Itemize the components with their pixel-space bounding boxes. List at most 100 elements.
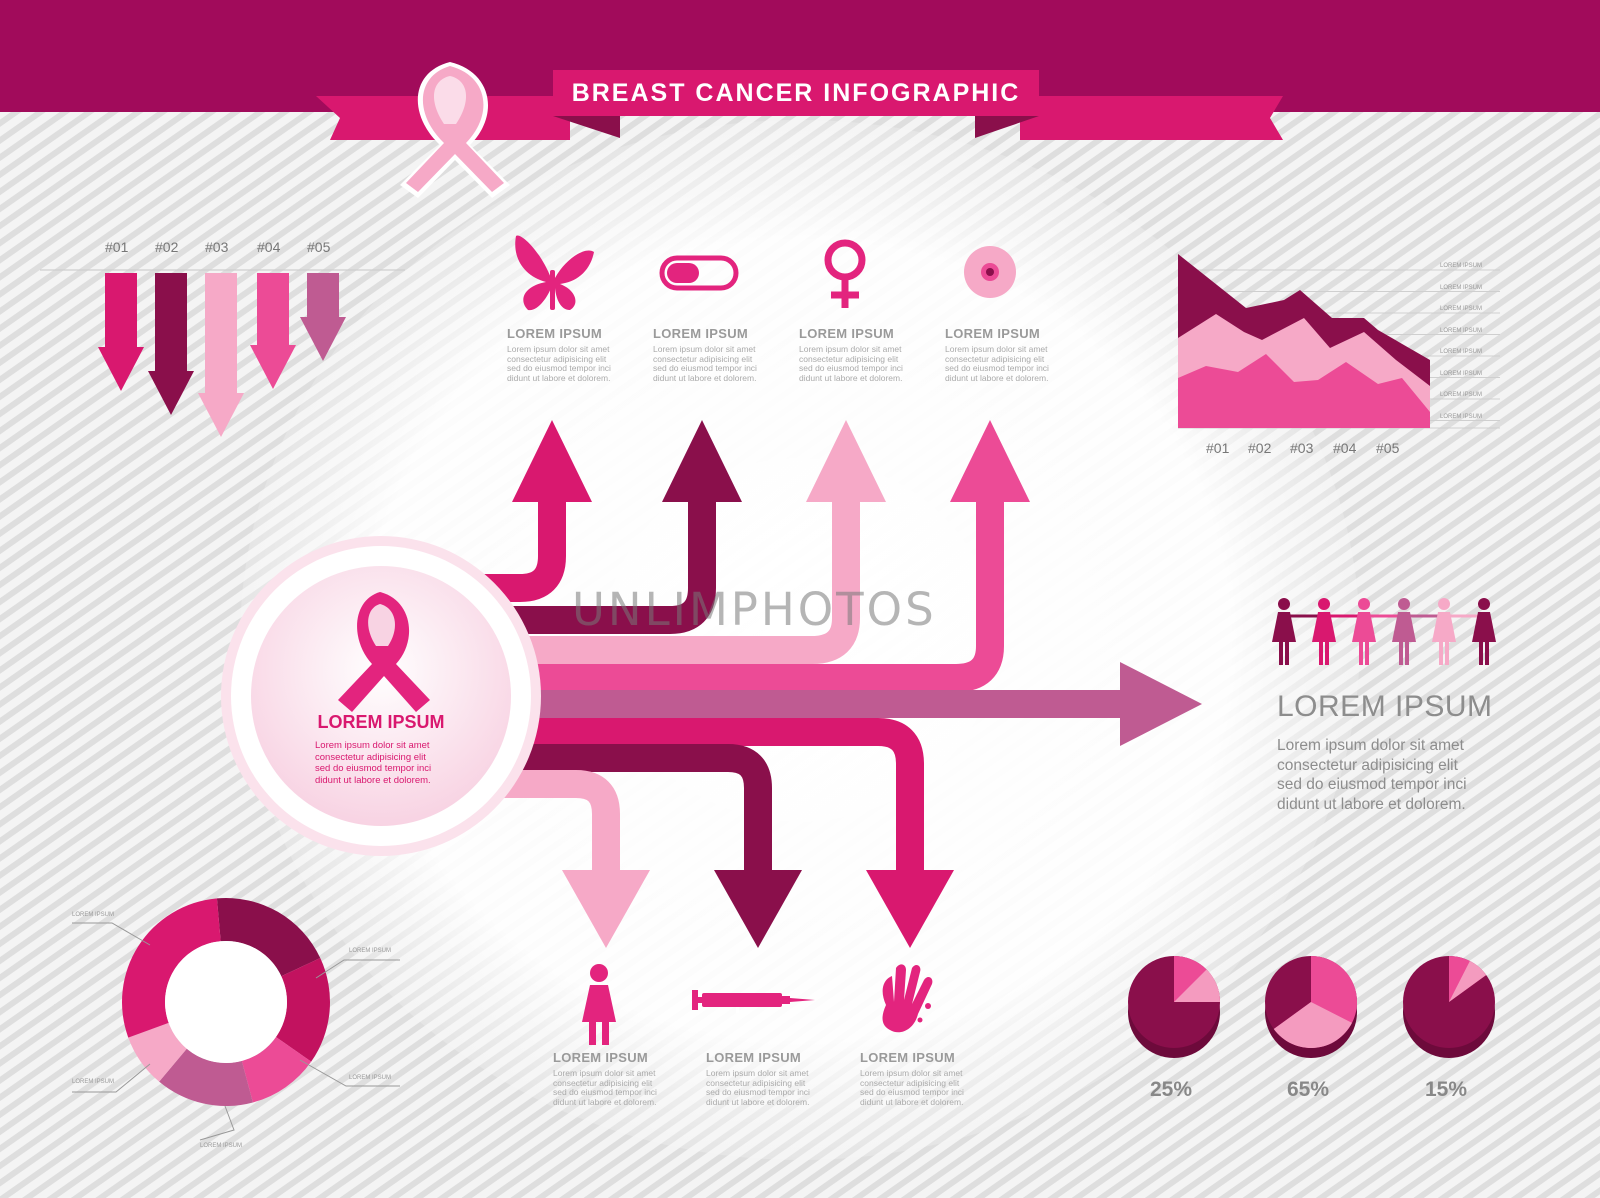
area-x-label: #04 (1333, 440, 1357, 456)
arrow-bar-3 (205, 273, 237, 395)
center-body-line: Lorem ipsum dolor sit amet (315, 740, 430, 751)
icon-card-body-line: consectetur adipisicing elit (945, 353, 1045, 364)
area-chart (1178, 254, 1500, 429)
ribbon-logo-icon (400, 62, 510, 198)
banner-right-fold (975, 116, 1039, 138)
arrow-bar-label: #04 (257, 239, 281, 255)
donut-segment (216, 897, 321, 977)
woman-figure-icon (1392, 598, 1416, 665)
arrow-bar-label: #05 (307, 239, 331, 255)
arrow-bar-head-4 (250, 345, 296, 389)
flow-up-arrowhead-2 (662, 420, 742, 502)
flow-down-arrow-1 (480, 718, 924, 872)
donut-label: LOREM IPSUM (72, 1079, 115, 1085)
pie-charts (1128, 956, 1495, 1058)
banner-left-fold (553, 116, 620, 138)
flow-down-arrowhead-1 (866, 870, 954, 948)
pie-percent-label: 65% (1287, 1078, 1330, 1101)
center-body-line: sed do eiusmod tempor inci (315, 763, 432, 774)
right-panel-body-line: Lorem ipsum dolor sit amet (1277, 737, 1464, 754)
flow-up-arrow-2 (480, 500, 716, 634)
area-x-label: #01 (1206, 440, 1230, 456)
icon-card-body-line: didunt ut labore et dolorem. (799, 372, 903, 383)
area-legend-item: LOREM IPSUM (1440, 327, 1483, 334)
arrow-bar-head-1 (98, 347, 144, 391)
pie-slice-highlight (1174, 969, 1220, 1002)
flow-up-arrowhead-3 (806, 420, 886, 502)
donut-segment (275, 958, 331, 1062)
icon-card-heading: LOREM IPSUM (507, 326, 603, 341)
flow-up-arrowhead-1 (512, 420, 592, 502)
icon-card-body-line: didunt ut labore et dolorem. (507, 372, 611, 383)
donut-label: LOREM IPSUM (200, 1143, 243, 1149)
flow-down-arrow-2 (480, 744, 772, 872)
donut-segment (128, 1022, 187, 1082)
pie-percent-label: 15% (1425, 1078, 1468, 1101)
flow-down-arrow-3 (480, 770, 620, 872)
area-x-label: #03 (1290, 440, 1314, 456)
area-legend-item: LOREM IPSUM (1440, 413, 1483, 420)
flow-up-arrowhead-4 (950, 420, 1030, 502)
donut-segment (122, 898, 221, 1038)
bottom-card-body-line: consectetur adipisicing elit (860, 1077, 960, 1088)
area-legend-item: LOREM IPSUM (1440, 263, 1483, 269)
flow-up-arrow-1 (480, 500, 566, 602)
bottom-card-heading: LOREM IPSUM (860, 1050, 956, 1065)
female-symbol-icon (824, 239, 866, 308)
center-body-line: didunt ut labore et dolorem. (315, 774, 431, 786)
flow-down-arrowhead-2 (714, 870, 802, 948)
arrow-bar-head-5 (300, 317, 346, 361)
center-heading: LOREM IPSUM (317, 712, 445, 732)
donut-label: LOREM IPSUM (72, 912, 115, 918)
bottom-card-body-line: didunt ut labore et dolorem. (706, 1096, 810, 1107)
banner-right-tail (1020, 96, 1283, 140)
arrow-bar-label: #03 (205, 239, 229, 255)
pie-slice-highlight (1273, 1002, 1352, 1048)
area-x-label: #02 (1248, 440, 1272, 456)
arrow-bar-2 (155, 273, 187, 373)
arrow-bar-4 (257, 273, 289, 347)
bottom-card-body-line: didunt ut labore et dolorem. (860, 1096, 964, 1107)
icon-card-body-line: didunt ut labore et dolorem. (653, 372, 757, 383)
flow-arrows (480, 420, 1202, 948)
donut-label: LOREM IPSUM (349, 1075, 392, 1081)
donut-chart (122, 897, 331, 1106)
bottom-card-heading: LOREM IPSUM (553, 1050, 649, 1065)
icon-card-body-line: Lorem ipsum dolor sit amet (799, 344, 902, 354)
pie-percent-label: 25% (1150, 1078, 1193, 1101)
bottom-card-body-line: Lorem ipsum dolor sit amet (553, 1068, 656, 1078)
icon-card-body-line: sed do eiusmod tempor inci (945, 363, 1049, 373)
icon-card-heading: LOREM IPSUM (945, 326, 1041, 341)
icon-card-body-line: sed do eiusmod tempor inci (653, 363, 757, 373)
bottom-card-heading: LOREM IPSUM (706, 1050, 802, 1065)
donut-label: LOREM IPSUM (349, 948, 392, 954)
page-title: BREAST CANCER INFOGRAPHIC (553, 70, 1039, 116)
icon-card-body-line: Lorem ipsum dolor sit amet (945, 344, 1048, 354)
icon-card-body-line: didunt ut labore et dolorem. (945, 372, 1049, 383)
center-body-line: consectetur adipisicing elit (315, 751, 426, 763)
area-legend-item: LOREM IPSUM (1440, 284, 1483, 291)
woman-figure-icon (1312, 598, 1336, 665)
right-panel-body-line: didunt ut labore et dolorem. (1277, 795, 1466, 813)
area-legend-item: LOREM IPSUM (1440, 392, 1483, 398)
pie-chart (1128, 956, 1220, 1058)
center-ribbon-icon (338, 592, 430, 712)
bottom-card-body-line: consectetur adipisicing elit (553, 1077, 653, 1088)
bottom-card-body-line: didunt ut labore et dolorem. (553, 1096, 657, 1107)
area-series-magenta (1178, 354, 1430, 428)
bottom-card-body-line: consectetur adipisicing elit (706, 1077, 806, 1088)
donut-segment (159, 1048, 253, 1106)
donut-leader-lines (72, 922, 400, 1141)
women-chain (1272, 598, 1496, 665)
woman-figure-icon (1272, 598, 1296, 665)
flow-down-arrowhead-3 (562, 870, 650, 948)
icon-card-body-line: Lorem ipsum dolor sit amet (507, 344, 610, 354)
arrow-bar-5 (307, 273, 339, 319)
arrow-bar-1 (105, 273, 137, 349)
right-panel-body-line: consectetur adipisicing elit (1277, 756, 1458, 774)
icon-card-body-line: sed do eiusmod tempor inci (799, 363, 903, 373)
icon-card-body-line: consectetur adipisicing elit (507, 353, 607, 364)
pie-chart (1265, 956, 1357, 1058)
arrow-bar-label: #01 (105, 239, 129, 255)
